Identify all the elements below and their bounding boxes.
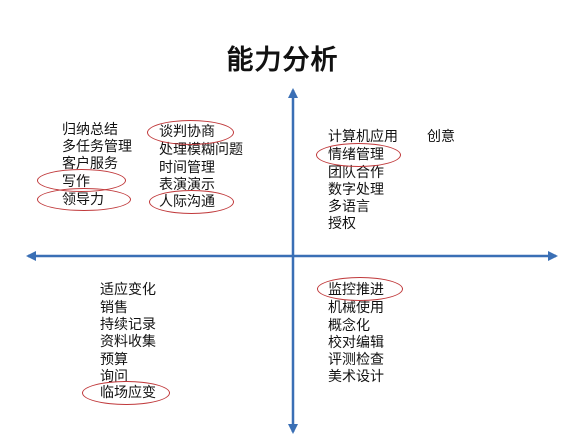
skill-label: 资料收集 [100,334,156,350]
skill-label: 机械使用 [328,300,384,316]
skill-label: 创意 [427,129,455,145]
skill-label: 时间管理 [159,160,215,176]
diagram-title: 能力分析 [226,45,339,76]
skill-label: 校对编辑 [328,335,384,351]
highlight-ellipse-leadership [37,188,131,211]
skill-label: 客户服务 [62,156,118,172]
skill-label: 数字处理 [328,182,384,198]
skill-label: 评测检查 [328,352,384,368]
highlight-ellipse-improvisation [82,381,170,405]
skill-label: 处理模糊问题 [159,142,243,158]
skill-label: 销售 [100,300,128,316]
skill-label: 概念化 [328,318,370,334]
highlight-ellipse-negotiation [147,120,234,145]
skill-label: 授权 [328,216,356,232]
skill-label: 预算 [100,352,128,368]
skill-label: 持续记录 [100,317,156,333]
skill-label: 表演演示 [159,177,215,193]
skill-label: 多语言 [328,199,370,215]
skill-label: 适应变化 [100,282,156,298]
skill-label: 美术设计 [328,369,384,385]
skill-label: 计算机应用 [328,129,398,145]
highlight-ellipse-monitoring [317,277,403,301]
skill-label: 归纳总结 [62,122,118,138]
highlight-ellipse-interpersonal [149,190,234,214]
skill-label: 团队合作 [328,165,384,181]
skill-label: 多任务管理 [62,139,132,155]
highlight-ellipse-emotion [316,143,401,167]
